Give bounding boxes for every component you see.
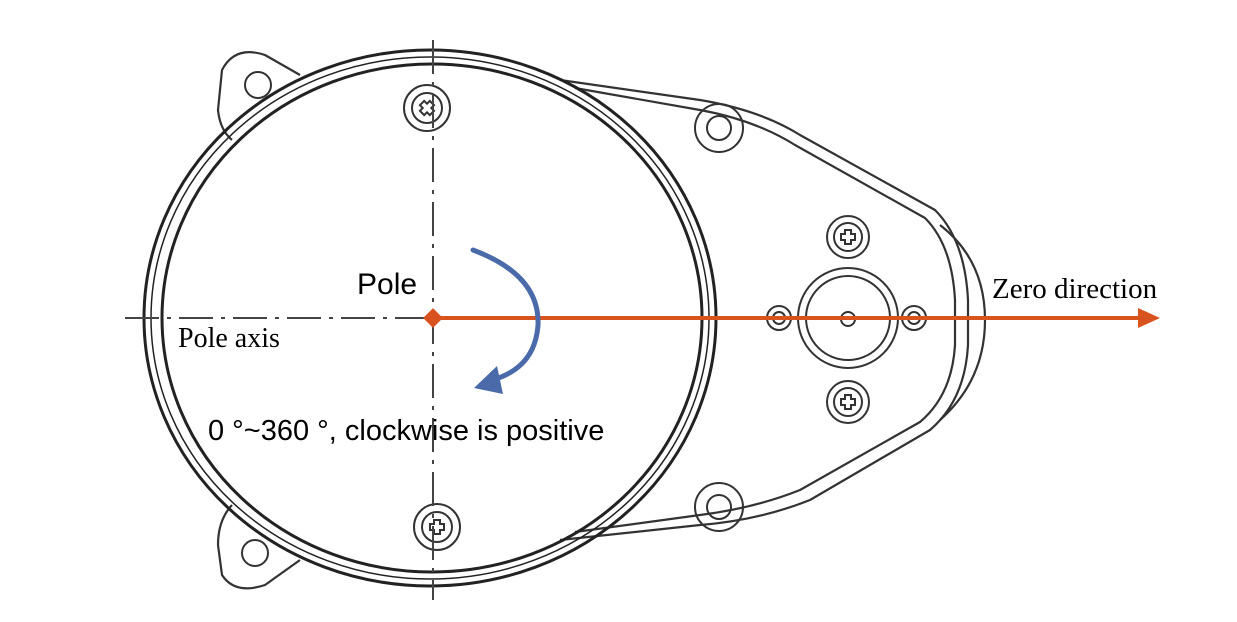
pole-axis-label: Pole axis xyxy=(178,323,280,354)
mount-ear-bottom-left xyxy=(216,504,301,590)
mount-hole-bottom-right-inner xyxy=(706,494,732,520)
cross-screw-icon xyxy=(403,84,451,132)
mount-hole-top-left xyxy=(244,71,272,99)
angle-rule-label: 0 °~360 °, clockwise is positive xyxy=(208,415,605,447)
zero-direction-label: Zero direction xyxy=(992,273,1158,305)
clockwise-arrow-head xyxy=(474,366,503,394)
mount-hole-top-right-outer xyxy=(694,103,744,153)
arrow-right-icon xyxy=(1138,308,1160,328)
mount-hole-bottom-left xyxy=(241,539,269,567)
cross-screw-icon xyxy=(826,380,870,424)
mount-hole-bottom-right-outer xyxy=(694,482,744,532)
cross-screw-icon xyxy=(826,215,870,259)
cross-screw-icon xyxy=(413,503,461,551)
sensor-housing xyxy=(216,51,987,590)
pole-point xyxy=(423,308,443,328)
mount-holes xyxy=(241,71,744,567)
mount-hole-top-right-inner xyxy=(706,115,732,141)
clockwise-arrow-icon xyxy=(470,247,541,383)
housing-inner-outline xyxy=(574,86,957,534)
pole-label: Pole xyxy=(357,268,418,301)
housing-outline xyxy=(559,78,970,542)
